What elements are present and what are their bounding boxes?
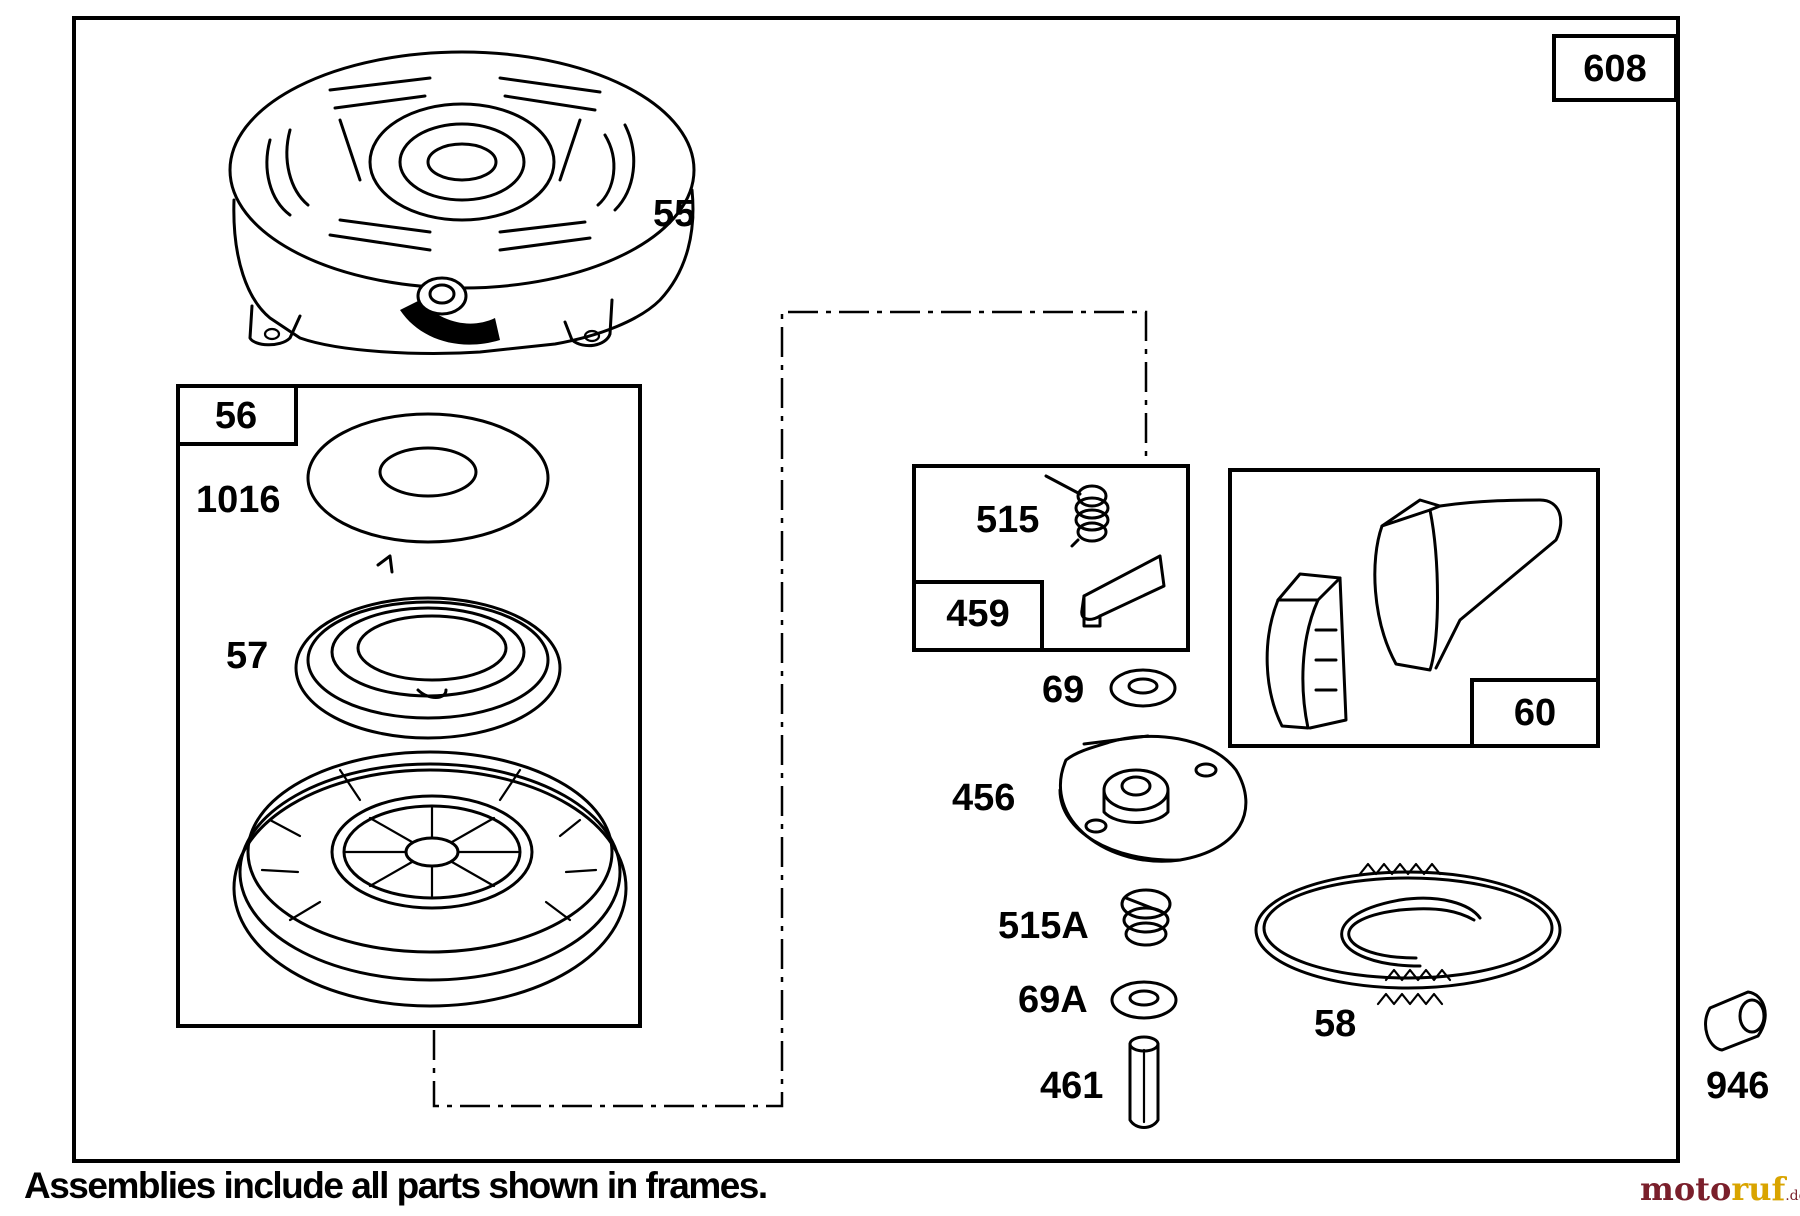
part-label-69A: 69A [1018,979,1088,1021]
watermark-part2: ruf [1731,1170,1787,1208]
caption: Assemblies include all parts shown in fr… [24,1165,767,1206]
part-label-461: 461 [1040,1065,1103,1107]
assembly-link-line [432,310,1148,1108]
watermark: motoruf.de [1640,1170,1800,1208]
rewind-spring-57-drawing [294,554,562,740]
part-label-456: 456 [952,777,1015,819]
frame-label-box-60 [1470,678,1600,748]
frame-label-608: 608 [1583,48,1646,90]
frame-56 [176,384,642,1028]
starter-handle-drawing [1265,498,1563,730]
part-label-55: 55 [653,193,695,235]
watermark-part1: moto [1640,1170,1731,1208]
frame-459 [912,464,1190,652]
spring-515-drawing [1044,474,1110,548]
watermark-suffix: .de [1785,1188,1800,1204]
part-label-1016: 1016 [196,479,281,521]
part-label-57: 57 [226,635,268,677]
part-label-459: 459 [946,593,1009,635]
spring-515A-drawing [1120,888,1172,947]
outer-frame [72,16,1680,1163]
starter-rope-58-drawing [1254,862,1562,1006]
part-label-946: 946 [1706,1065,1769,1107]
part-label-58: 58 [1314,1003,1356,1045]
part-label-515A: 515A [998,905,1089,947]
part-label-515: 515 [976,499,1039,541]
part-label-56: 56 [215,395,257,437]
frame-label-box-608 [1552,34,1678,102]
washer-69A-drawing [1110,980,1178,1020]
pawl-459-drawing [1080,554,1166,628]
frame-label-box-56 [176,384,298,446]
washer-1016-drawing [306,412,550,544]
frame-label-box-459 [912,580,1044,652]
pin-461-drawing [1128,1035,1160,1129]
frame-60 [1228,468,1600,748]
washer-69-drawing [1109,668,1177,708]
starter-cup-456-drawing [1058,734,1248,863]
part-label-69: 69 [1042,669,1084,711]
blower-housing-drawing [228,50,696,355]
part-label-60: 60 [1514,692,1556,734]
starter-pulley-drawing [232,750,628,1008]
grommet-946-drawing [1704,990,1767,1052]
